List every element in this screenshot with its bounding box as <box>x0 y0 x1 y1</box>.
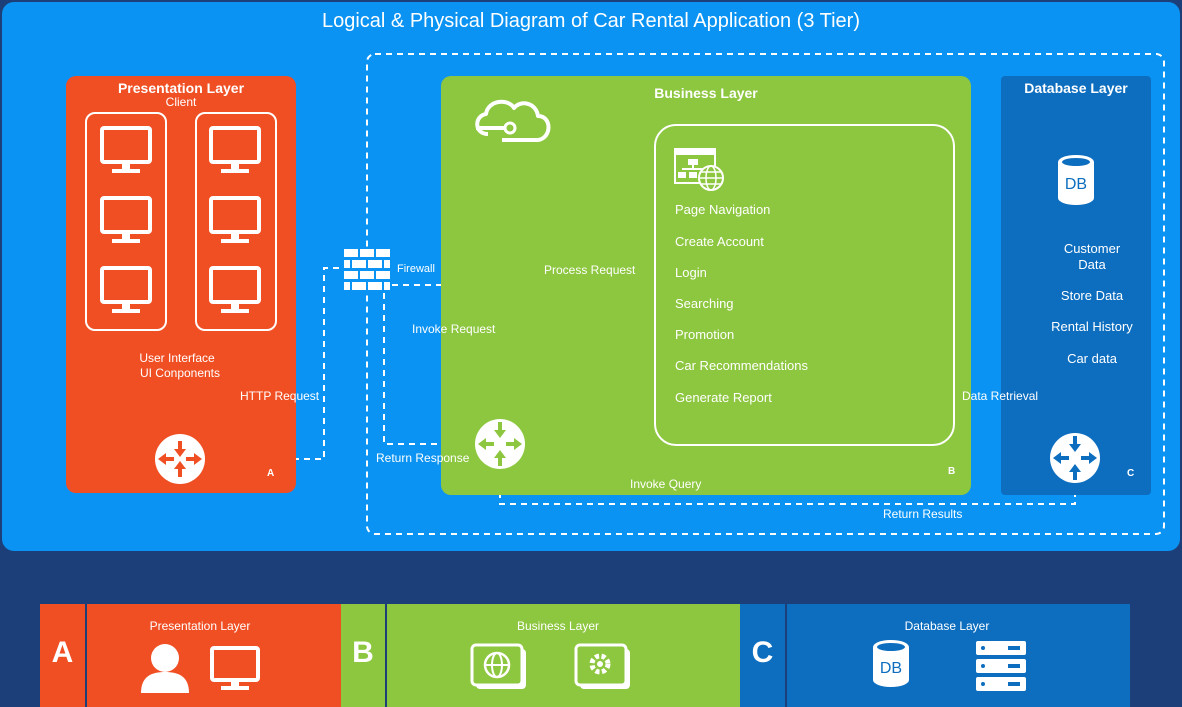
data-retrieval-label: Data Retrieval <box>962 389 1039 403</box>
diagram-title: Logical & Physical Diagram of Car Rental… <box>321 10 861 32</box>
return-results-label: Return Results <box>883 507 963 521</box>
function-item: Create Account <box>675 234 764 249</box>
db-item: Customer <box>1063 241 1121 256</box>
invoke-query-label: Invoke Query <box>630 477 702 491</box>
tier-enclosure <box>366 53 1165 535</box>
function-item: Promotion <box>675 327 735 342</box>
database-layer-box <box>1001 76 1151 495</box>
presentation-layer-subtitle: Client <box>165 95 197 109</box>
business-layer-title: Business Layer <box>654 85 758 101</box>
database-corner-letter: C <box>1127 468 1135 479</box>
function-item: Generate Report <box>675 390 772 405</box>
legend-letter: C <box>751 636 774 669</box>
router-icon <box>475 419 525 469</box>
db-item: Data <box>1078 257 1106 272</box>
invoke-request-label: Invoke Request <box>412 322 496 336</box>
router-icon <box>1050 433 1100 483</box>
monitor-icon <box>210 646 260 690</box>
database-icon <box>1058 155 1094 205</box>
database-icon <box>873 640 909 687</box>
business-functions-box <box>654 124 955 446</box>
process-request-label: Process Request <box>544 263 636 277</box>
legend-letter-c-cell <box>740 604 785 707</box>
legend-db-icon-text: DB <box>879 660 903 677</box>
router-icon <box>155 434 205 484</box>
legend-database-cell <box>787 604 1130 707</box>
presentation-corner-letter: A <box>267 468 275 479</box>
function-item: Page Navigation <box>675 202 771 217</box>
client-column-left <box>85 112 167 331</box>
db-icon-text: DB <box>1064 176 1088 193</box>
legend-letter: A <box>51 636 74 669</box>
sitemap-globe-icon <box>674 148 724 191</box>
return-response-label: Return Response <box>376 451 470 465</box>
legend-label: Business Layer <box>516 619 600 633</box>
legend-letter-a-cell <box>40 604 85 707</box>
business-layer-box <box>441 76 971 495</box>
legend-label: Presentation Layer <box>149 619 251 633</box>
legend-label: Database Layer <box>904 619 990 633</box>
firewall-label: Firewall <box>397 263 435 275</box>
legend-letter: B <box>352 636 374 669</box>
database-layer-title: Database Layer <box>1024 80 1128 96</box>
cloud-icon <box>475 99 551 142</box>
http-request-label: HTTP Request <box>240 389 320 403</box>
function-item: Searching <box>675 296 734 311</box>
db-item: Car data <box>1067 351 1117 366</box>
ui-caption-line2: UI Conponents <box>139 366 221 380</box>
function-item: Car Recommendations <box>675 358 808 373</box>
presentation-layer-title: Presentation Layer <box>117 80 245 96</box>
server-icon <box>976 641 1026 691</box>
business-corner-letter: B <box>948 466 956 477</box>
legend-letter-b-cell <box>341 604 385 707</box>
ui-caption-line1: User Interface <box>139 351 215 365</box>
db-item: Rental History <box>1051 319 1133 334</box>
db-item: Store Data <box>1060 288 1124 303</box>
gear-stack-icon <box>574 643 630 689</box>
user-icon <box>141 644 189 693</box>
legend-business-cell <box>387 604 740 707</box>
globe-stack-icon <box>470 643 526 689</box>
function-item: Login <box>675 265 707 280</box>
firewall-icon <box>342 247 392 293</box>
client-column-right <box>195 112 277 331</box>
